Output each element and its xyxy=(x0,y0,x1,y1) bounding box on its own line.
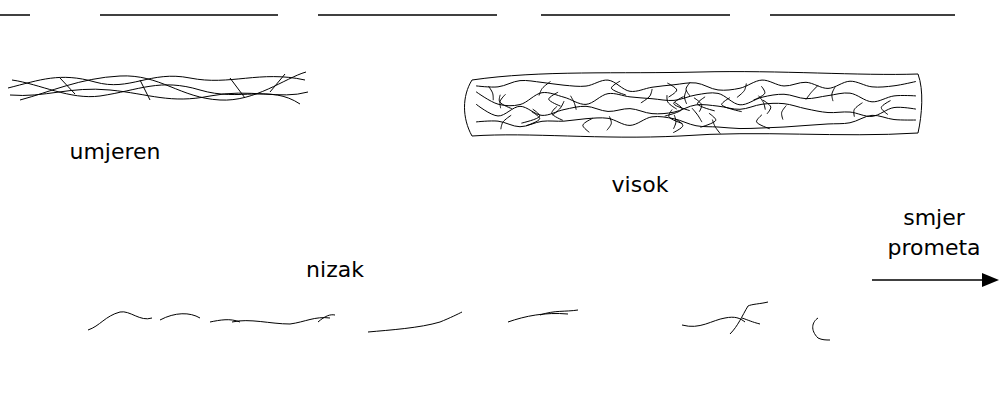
severity-label: nizak xyxy=(290,255,380,285)
lane-line xyxy=(0,14,955,16)
severity-label: umjeren xyxy=(60,137,170,167)
direction-arrow xyxy=(872,273,999,287)
severity-label: visok xyxy=(590,170,690,200)
direction-label: smjer prometa xyxy=(870,203,998,263)
low-crack xyxy=(88,302,830,340)
moderate-crack xyxy=(8,72,308,104)
high-crack xyxy=(465,72,922,138)
